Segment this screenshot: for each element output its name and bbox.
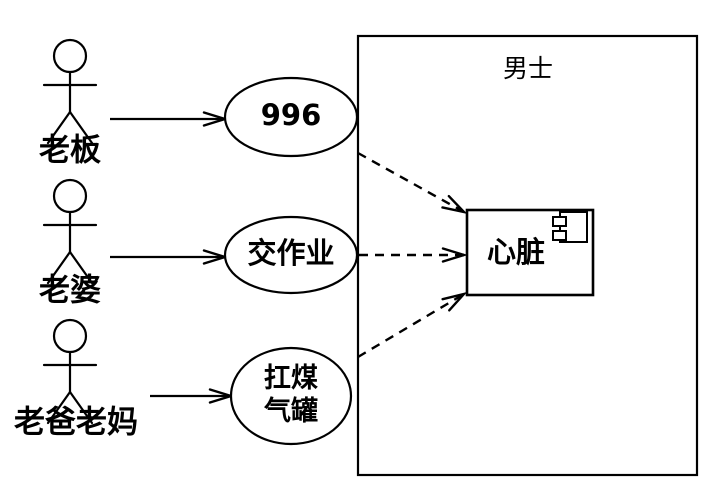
dependency-arrowhead: [441, 194, 468, 214]
use-case-label: 扛煤: [264, 363, 318, 394]
dependency-arrowhead: [441, 291, 468, 312]
dependency-connectors: [357, 151, 469, 359]
actor-label: 老婆: [39, 273, 101, 309]
actor-wife[interactable]: 老婆: [39, 178, 101, 309]
association-connectors: [110, 111, 236, 404]
use-case-ellipse[interactable]: [229, 346, 353, 446]
actor-leg-right-icon: [68, 250, 94, 285]
system-boundary-title: 男士: [503, 54, 553, 83]
use-case-ellipse[interactable]: [223, 76, 359, 158]
actor-boss[interactable]: 老板: [39, 38, 101, 169]
actor-leg-left-icon: [46, 250, 72, 285]
dep-gastank-heart[interactable]: [357, 291, 468, 359]
actor-leg-right-icon: [68, 390, 94, 425]
component-icon-tab-top: [552, 216, 567, 227]
actor-head-icon: [52, 318, 88, 354]
dependency-line[interactable]: [357, 151, 465, 214]
actor-label: 老爸老妈: [14, 405, 138, 441]
actor-head-icon: [52, 178, 88, 214]
use-case-ellipse[interactable]: [223, 215, 359, 295]
actor-leg-left-icon: [46, 110, 72, 145]
component-icon-tab-bottom: [552, 230, 567, 241]
use-case-label: 气罐: [263, 395, 318, 427]
usecase-996[interactable]: 996: [223, 76, 359, 158]
component-label: 心脏: [487, 235, 545, 269]
component-heart[interactable]: 心脏: [465, 208, 595, 297]
dep-homework-heart[interactable]: [359, 247, 469, 263]
dependency-arrowhead: [441, 247, 469, 263]
actor-leg-right-icon: [68, 110, 94, 145]
assoc-parents-gastank[interactable]: [150, 388, 236, 404]
assoc-boss-996[interactable]: [110, 111, 230, 127]
use-case-label: 交作业: [247, 236, 334, 270]
dependency-line[interactable]: [357, 292, 465, 359]
use-case-label: 996: [261, 98, 322, 132]
actor-leg-left-icon: [46, 390, 72, 425]
actor-head-icon: [52, 38, 88, 74]
actor-label: 老板: [39, 133, 101, 169]
dep-996-heart[interactable]: [357, 151, 468, 214]
actor-parents[interactable]: 老爸老妈: [14, 318, 138, 441]
usecase-homework[interactable]: 交作业: [223, 215, 359, 295]
assoc-wife-homework[interactable]: [110, 249, 230, 265]
uml-component-icon: [552, 211, 588, 243]
